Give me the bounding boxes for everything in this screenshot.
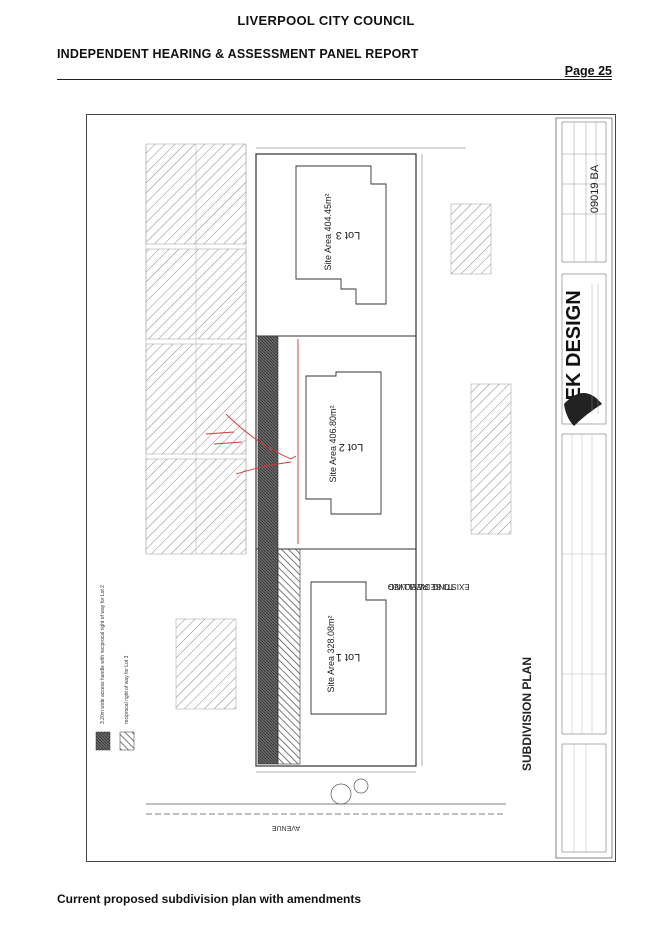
subdivision-plan-drawing: 09019 BA PEK DESIGN bbox=[86, 114, 616, 862]
right-of-way bbox=[277, 548, 301, 765]
lot-3-area: Site Area 404.45m² bbox=[323, 193, 333, 270]
legend: 3.20m wide access handle with reciprocal… bbox=[95, 585, 135, 751]
lot-1-name: Lot 1 bbox=[336, 651, 360, 663]
lot-2: Lot 2 Site Area 406.80m² bbox=[305, 371, 382, 515]
plan-caption: Current proposed subdivision plan with a… bbox=[57, 892, 362, 906]
street-frontage: AVENUE bbox=[146, 778, 506, 831]
header-rule bbox=[57, 79, 612, 80]
to-be-removed-note: TO BE REMOVED bbox=[388, 582, 455, 591]
header-report-title: INDEPENDENT HEARING & ASSESSMENT PANEL R… bbox=[57, 47, 419, 61]
header-page-number: Page 25 bbox=[564, 64, 612, 78]
drawing-title: SUBDIVISION PLAN bbox=[520, 657, 534, 771]
existing-dwelling-note: EXISTING DWELLING bbox=[388, 582, 469, 591]
street-name: AVENUE bbox=[272, 824, 301, 831]
lot-3-name: Lot 3 bbox=[336, 229, 360, 241]
firm-name: PEK DESIGN bbox=[563, 290, 585, 413]
header-organisation: LIVERPOOL CITY COUNCIL bbox=[237, 13, 415, 28]
lot-2-name: Lot 2 bbox=[339, 441, 363, 453]
lot-2-area: Site Area 406.80m² bbox=[328, 405, 338, 482]
lot-1: Lot 1 Site Area 328.08m² bbox=[310, 581, 387, 715]
drawing-number: 09019 BA bbox=[589, 164, 601, 213]
legend-right-of-way: reciprocal right of way for Lot 3 bbox=[124, 655, 130, 724]
amendment-markup bbox=[205, 339, 299, 544]
title-block: 09019 BA PEK DESIGN bbox=[555, 117, 613, 859]
neighbouring-lots bbox=[145, 143, 512, 710]
plan-svg: 09019 BA PEK DESIGN bbox=[86, 114, 616, 862]
lot-3: Lot 3 Site Area 404.45m² bbox=[295, 165, 387, 305]
firm-logo-icon bbox=[564, 393, 602, 426]
lot-1-area: Site Area 328.08m² bbox=[326, 615, 336, 692]
legend-access-handle: 3.20m wide access handle with reciprocal… bbox=[100, 585, 106, 724]
access-handle bbox=[257, 335, 279, 765]
dimension-lines bbox=[256, 147, 466, 773]
